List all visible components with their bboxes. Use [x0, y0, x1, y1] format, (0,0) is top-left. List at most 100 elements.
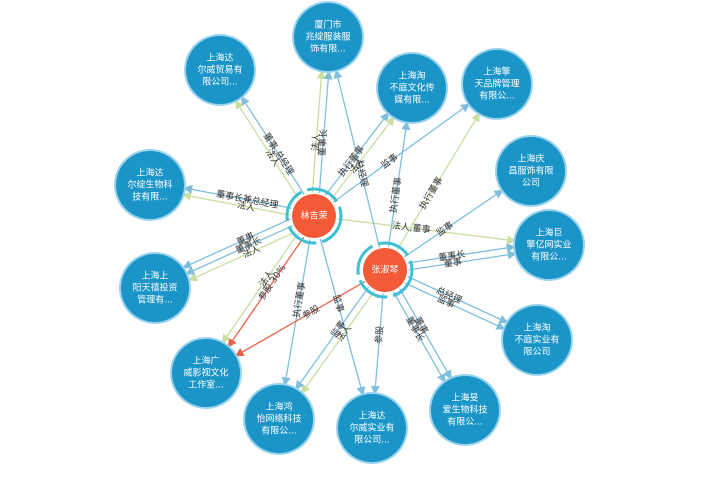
relation-edge	[406, 275, 509, 324]
company-node-circle	[116, 151, 184, 219]
company-name-line: 天品牌管理	[474, 78, 519, 90]
company-name-line: 上海淘	[523, 322, 550, 334]
relation-edge	[329, 116, 395, 202]
company-node-circle	[503, 306, 571, 374]
relation-edge	[227, 235, 305, 348]
person-node[interactable]: 林吉荣	[285, 187, 343, 245]
company-name-line: 尔威实业有	[349, 422, 394, 434]
company-node-circle	[172, 339, 240, 407]
company-name-line: 上海鸿	[265, 401, 292, 413]
person-node-circle	[363, 248, 407, 292]
relation-label: 监事	[330, 293, 346, 314]
relation-edge	[318, 70, 333, 195]
company-node[interactable]: 上海巨擎亿网实业有限公...	[513, 209, 585, 281]
relation-edge	[407, 250, 517, 271]
company-name-line: 昌服饰有限	[508, 165, 553, 177]
company-name-line: 有限公...	[479, 90, 515, 102]
relation-edge	[392, 290, 446, 384]
company-node-circle	[463, 50, 531, 118]
company-node-circle	[186, 36, 254, 104]
company-name-line: 上海达	[358, 410, 385, 422]
relation-label: 法人,董事	[391, 219, 431, 236]
relation-label: 董事长	[316, 129, 330, 157]
company-name-line: 尔威贸易有	[197, 64, 242, 76]
company-name-line: 上海淘	[398, 70, 425, 82]
nodes-layer: 厦门市兆绽服装服饰有限...上海淘不庭文化传媒有限...上海擎天品牌管理有限公.…	[114, 1, 585, 464]
company-node[interactable]: 上海达尔绽生物科技有限...	[114, 149, 186, 221]
company-name-line: 媒有限...	[394, 94, 430, 106]
company-node-circle	[294, 3, 362, 71]
company-name-line: 威影视文化	[183, 367, 228, 379]
relation-edge	[281, 237, 311, 387]
company-name-line: 上海擎	[483, 66, 510, 78]
company-name-line: 饰有限...	[310, 43, 346, 55]
company-name-line: 怡网络科技	[256, 413, 301, 425]
relation-edge	[398, 287, 452, 380]
relation-edge	[183, 184, 294, 210]
relation-label: 监事	[434, 219, 456, 239]
company-name-line: 兆绽服装服	[305, 31, 350, 43]
company-node-circle	[515, 211, 583, 279]
relation-edge	[182, 218, 292, 269]
company-name-line: 限公司...	[354, 435, 390, 446]
edges-layer	[181, 69, 517, 397]
relation-edge	[311, 69, 326, 194]
company-node[interactable]: 上海淘不庭文化传媒有限...	[376, 52, 448, 124]
relation-edge	[185, 224, 295, 275]
relation-edge	[370, 291, 384, 396]
relation-edge	[403, 281, 506, 330]
company-name-line: 厦门市	[314, 19, 341, 31]
relation-edge	[234, 99, 300, 200]
company-name-line: 管理有...	[137, 294, 173, 306]
company-name-line: 有限公...	[447, 416, 483, 428]
company-node[interactable]: 上海鸿怡网络科技有限公...	[243, 383, 315, 455]
company-node[interactable]: 上海上阳天禧投资管理有...	[119, 252, 191, 324]
company-node[interactable]: 上海达尔威贸易有限公司...	[184, 34, 256, 106]
company-node-circle	[378, 54, 446, 122]
company-name-line: 不庭文化传	[389, 82, 434, 94]
relation-label: 执行董事	[387, 176, 404, 213]
company-node-circle	[121, 254, 189, 322]
company-name-line: 限公司...	[202, 77, 238, 88]
person-ring	[285, 187, 343, 245]
person-node-circle	[292, 194, 336, 238]
person-node[interactable]: 张淑琴	[356, 241, 414, 299]
person-name: 林吉荣	[300, 210, 327, 222]
company-name-line: 上海广	[192, 355, 219, 367]
relation-edge	[295, 285, 370, 391]
relation-edge	[319, 237, 366, 397]
company-name-line: 阳天禧投资	[132, 282, 177, 294]
relation-edge	[188, 230, 298, 282]
company-name-line: 上海达	[206, 52, 233, 64]
company-name-line: 爱生物科技	[442, 404, 487, 416]
company-name-line: 上海达	[136, 167, 163, 179]
relation-edge	[234, 280, 367, 357]
relation-edge	[331, 103, 471, 204]
relation-edge	[333, 69, 381, 249]
company-node[interactable]: 上海达尔威实业有限公司...	[336, 392, 408, 464]
company-node[interactable]: 上海旻爱生物科技有限公...	[429, 374, 501, 446]
relation-edge	[395, 112, 481, 252]
company-name-line: 有限公...	[531, 251, 567, 263]
relation-label: 监事	[379, 151, 401, 171]
relation-edge	[387, 120, 411, 249]
relation-label: 法人	[309, 133, 322, 152]
company-node[interactable]: 上海擎天品牌管理有限公...	[461, 48, 533, 120]
company-name-line: 上海上	[141, 270, 168, 282]
company-name-line: 擎亿网实业	[526, 239, 571, 251]
relation-label: 参股	[373, 325, 386, 344]
relation-label: 法人	[236, 199, 256, 214]
relation-edge	[240, 95, 306, 196]
company-name-line: 不庭实业有	[514, 334, 559, 346]
relation-label: 董事	[443, 255, 463, 270]
company-name-line: 限公司	[523, 347, 550, 358]
person-name: 张淑琴	[371, 264, 398, 276]
company-name-line: 上海旻	[451, 392, 478, 404]
company-node[interactable]: 上海广威影视文化工作室...	[170, 337, 242, 409]
company-node[interactable]: 厦门市兆绽服装服饰有限...	[292, 1, 364, 73]
company-name-line: 尔绽生物科	[127, 179, 172, 191]
relation-edge	[181, 191, 292, 216]
